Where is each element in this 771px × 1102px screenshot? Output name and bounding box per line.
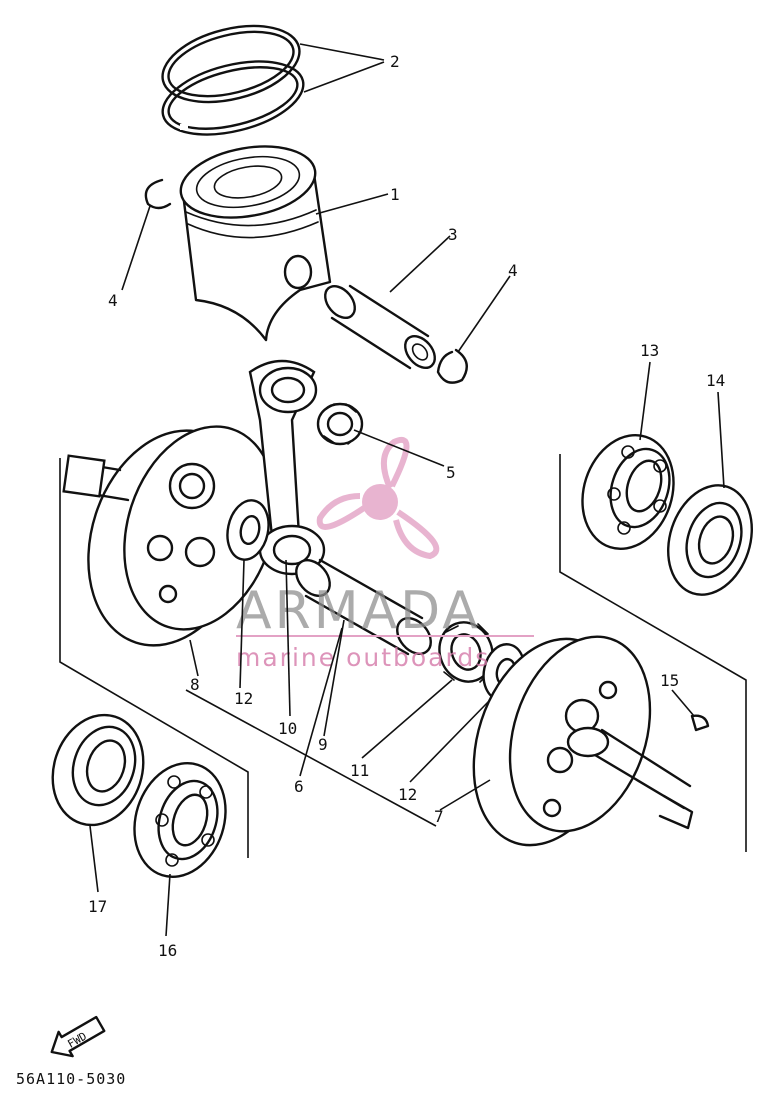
circlip-left [144,178,172,210]
piston-pin [324,284,436,370]
callout-14: 14 [706,371,725,390]
callout-10: 10 [278,719,297,738]
crank-half-right [472,635,694,847]
washer-left [226,499,270,561]
circlip-right [436,348,468,384]
oil-seal-17 [51,713,145,827]
callout-4-right: 4 [508,261,518,280]
small-end-bearing [316,402,364,446]
woodruff-key [690,714,710,732]
piston-rings [161,16,305,136]
callout-11: 11 [350,761,369,780]
callout-7: 7 [434,807,444,826]
piston [179,145,332,342]
callout-1: 1 [390,185,400,204]
callout-4-left: 4 [108,291,118,310]
watermark-brand: ARMADA [236,581,481,641]
callouts: 1 2 3 4 4 5 6 7 8 9 10 11 12 12 12 13 14… [88,52,725,960]
oil-seal-14 [667,484,753,596]
callout-12-mid: 12 [398,785,417,804]
callout-6: 6 [294,777,304,796]
callout-17: 17 [88,897,107,916]
bearing-13 [581,433,675,551]
callout-15: 15 [660,671,679,690]
diagram-code: 56A110-5030 [16,1070,126,1088]
callout-9: 9 [318,735,328,754]
callout-16: 16 [158,941,177,960]
callout-12-left: 12 [234,689,253,708]
watermark-tagline: marine outboards [236,643,490,672]
callout-2: 2 [390,52,400,71]
crank-half-left [62,425,277,647]
callout-3: 3 [448,225,458,244]
armada-logo-icon [316,437,440,560]
callout-8: 8 [190,675,200,694]
fwd-arrow-icon: FWD [50,1015,106,1058]
leader-lines [89,43,725,937]
callout-13: 13 [640,341,659,360]
callout-5: 5 [446,463,456,482]
group-brackets [59,454,747,858]
bearing-16 [133,761,227,879]
